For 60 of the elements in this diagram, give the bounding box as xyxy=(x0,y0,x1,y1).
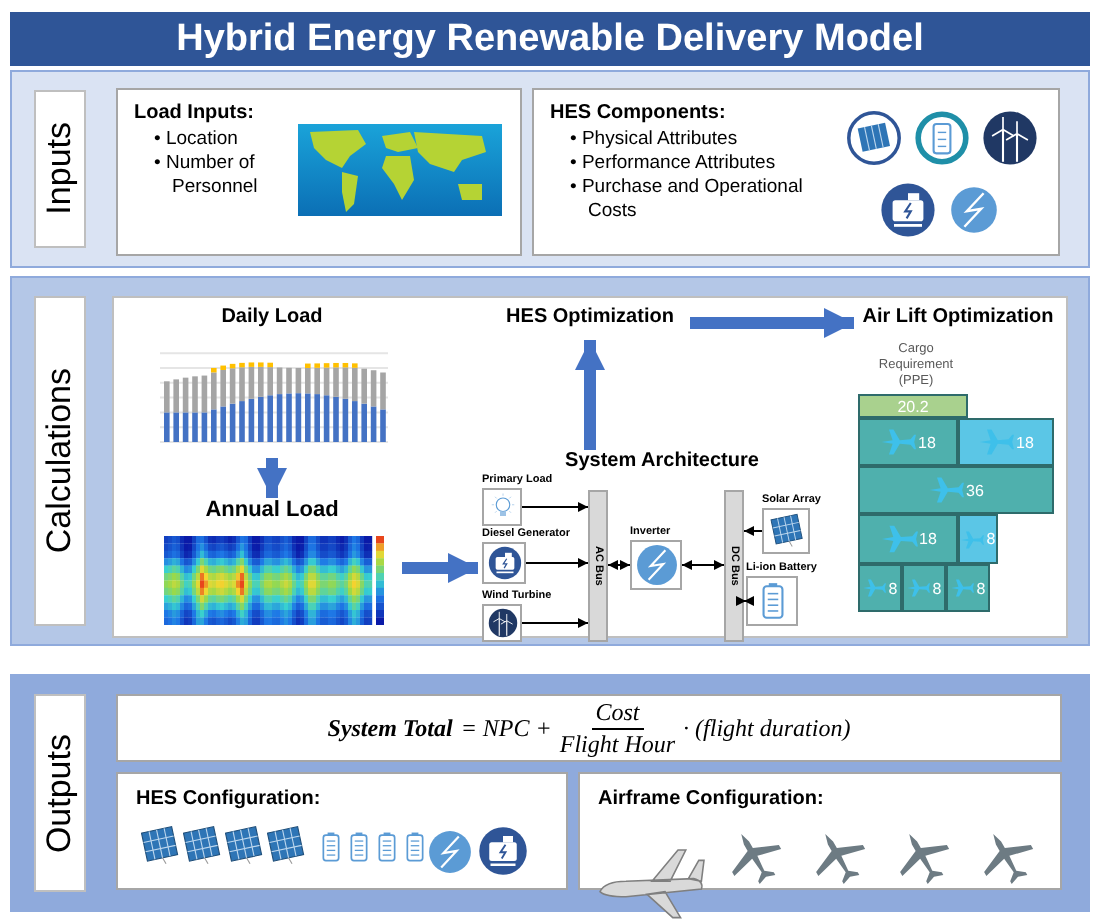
section-label: Outputs xyxy=(40,733,80,853)
bus-bar xyxy=(588,490,608,642)
capacity-value: 36 xyxy=(966,481,984,499)
card-heading: HES Components: xyxy=(550,102,728,124)
formula-term: System Total xyxy=(327,713,453,743)
arrow xyxy=(521,502,589,512)
cargo-requirement-block xyxy=(858,394,968,418)
bullet-item: • Performance Attributes xyxy=(570,152,778,176)
capacity-value: 8 xyxy=(888,579,898,597)
capacity-value: 18 xyxy=(918,433,936,451)
section-heading: System Architecture xyxy=(563,450,761,472)
block-arrow xyxy=(257,458,287,498)
arrow xyxy=(743,526,763,536)
card-heading: HES Configuration: xyxy=(136,788,321,810)
chart-heading: Daily Load xyxy=(219,306,325,328)
section-label: Inputs xyxy=(40,122,80,216)
chart-heading: Annual Load xyxy=(203,498,341,522)
capacity-value: 18 xyxy=(919,530,937,548)
formula-term: · (flight duration) xyxy=(683,713,851,743)
bullet-item: • Location xyxy=(154,128,240,152)
bullet-item: • Physical Attributes xyxy=(570,128,740,152)
aircraft-capacity-block xyxy=(858,564,902,612)
input-card xyxy=(532,88,1060,256)
bullet-item: • Purchase and Operational Costs xyxy=(570,176,805,224)
fraction-numerator: Cost xyxy=(591,697,644,729)
output-card xyxy=(116,772,568,890)
section-heading: HES Optimization xyxy=(504,306,676,328)
card-heading: Load Inputs: xyxy=(134,102,256,124)
aircraft-capacity-block xyxy=(902,564,946,612)
formula-term: = NPC + xyxy=(460,713,552,743)
aircraft-capacity-block xyxy=(858,514,958,564)
formula-box xyxy=(116,694,1062,762)
section-label: Calculations xyxy=(40,368,80,554)
section-heading: Air Lift Optimization xyxy=(860,306,1056,328)
section-panel xyxy=(10,276,1090,646)
block-arrow xyxy=(575,340,605,450)
capacity-value: 8 xyxy=(986,530,996,548)
block-arrow xyxy=(690,308,854,338)
fraction-denominator: Flight Hour xyxy=(559,729,676,759)
arrow xyxy=(521,618,589,628)
arrow xyxy=(607,560,631,570)
aircraft-capacity-block xyxy=(946,564,990,612)
title-banner: Hybrid Energy Renewable Delivery Model xyxy=(10,12,1090,66)
capacity-value: 8 xyxy=(976,579,986,597)
capacity-value: 18 xyxy=(1016,433,1034,451)
capacity-value: 8 xyxy=(932,579,942,597)
arrow xyxy=(736,596,754,606)
input-card xyxy=(116,88,522,256)
section-panel xyxy=(10,70,1090,268)
bus-bar xyxy=(724,490,744,642)
capacity-value: 20.2 xyxy=(897,397,929,415)
aircraft-capacity-block xyxy=(958,514,998,564)
bullet-item: • Number of Personnel xyxy=(154,152,260,200)
arrow xyxy=(681,560,725,570)
aircraft-capacity-block xyxy=(858,466,1054,514)
block-arrow xyxy=(402,553,478,583)
aircraft-capacity-block xyxy=(958,418,1054,466)
card-heading: Airframe Configuration: xyxy=(598,788,824,810)
arrow xyxy=(525,558,589,568)
aircraft-capacity-block xyxy=(858,418,958,466)
